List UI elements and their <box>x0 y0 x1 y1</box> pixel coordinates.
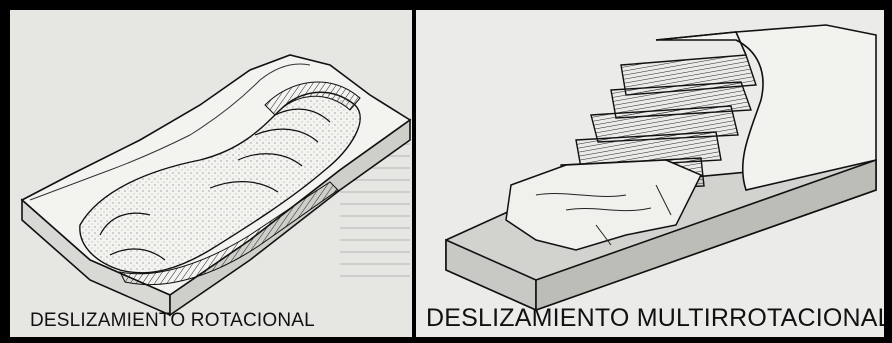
rotational-landslide-drawing <box>20 54 412 317</box>
caption-rotational: DESLIZAMIENTO ROTACIONAL <box>30 310 315 331</box>
toe-cracks <box>535 184 672 246</box>
multirotational-landslide-drawing <box>445 24 877 312</box>
landslide-mass <box>79 91 361 274</box>
landslide-toe <box>505 159 703 251</box>
rotational-landslide-panel: DESLIZAMIENTO ROTACIONAL <box>10 10 412 337</box>
slope-crest <box>29 63 311 201</box>
caption-multirotational: DESLIZAMIENTO MULTIRROTACIONAL <box>426 304 884 332</box>
main-scarp <box>264 81 361 116</box>
head-scarp <box>655 31 747 56</box>
slide-flank <box>119 181 339 286</box>
hill-slope <box>655 24 877 191</box>
rotated-blocks <box>99 108 331 261</box>
slab-side-face <box>535 158 877 312</box>
multirotational-landslide-panel: DESLIZAMIENTO MULTIRROTACIONAL <box>416 10 884 337</box>
